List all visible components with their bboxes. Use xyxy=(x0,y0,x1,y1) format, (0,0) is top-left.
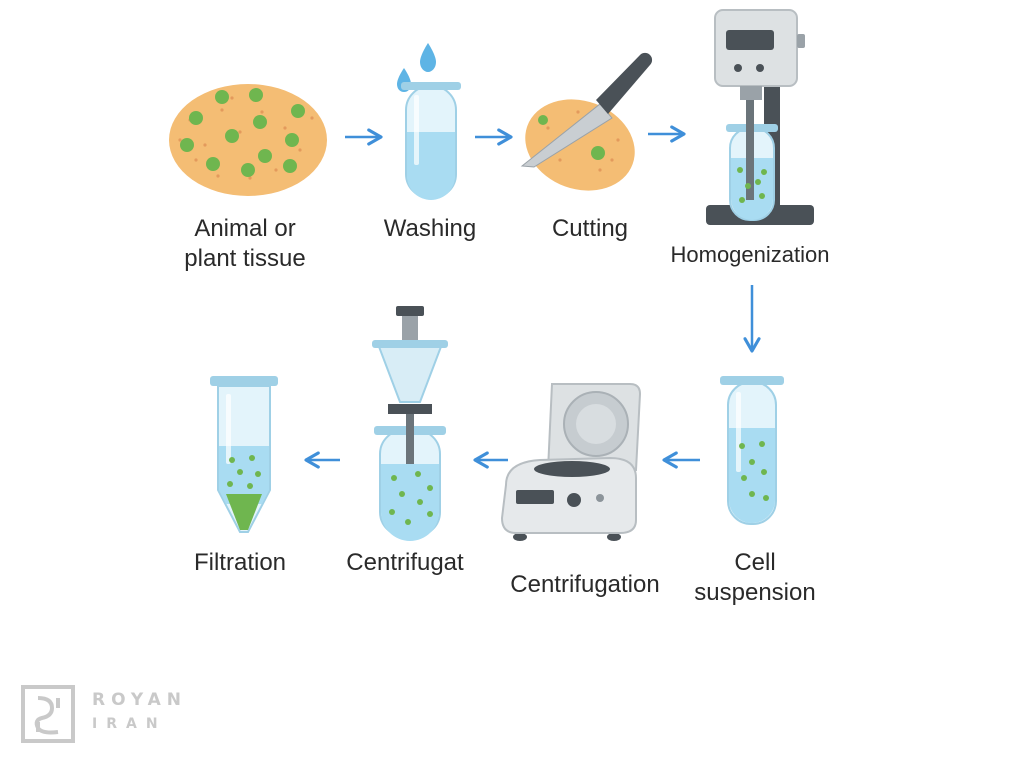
label-centrifugation: Centrifugation xyxy=(510,571,660,598)
logo-mark-icon xyxy=(21,685,75,743)
label-tissue-line2: plant tissue xyxy=(184,245,306,272)
label-filtration: Filtration xyxy=(193,549,287,576)
washing-tube-icon xyxy=(397,43,461,200)
label-homogenization: Homogenization xyxy=(670,242,830,267)
label-cell-suspension: Cell suspension xyxy=(675,548,835,608)
label-washing: Washing xyxy=(383,215,477,242)
label-tissue-line1: Animal or xyxy=(194,215,296,242)
label-tissue: Animal or plant tissue xyxy=(160,214,330,274)
label-cell-line1: Cell xyxy=(734,549,776,576)
centrifuge-icon xyxy=(500,383,642,541)
label-cutting: Cutting xyxy=(551,215,629,242)
funnel-tube-icon xyxy=(372,306,448,541)
logo-word-iran: IRAN xyxy=(92,716,167,732)
royan-logo: ROYAN IRAN xyxy=(20,684,190,746)
homogenizer-icon xyxy=(706,9,814,225)
test-tube-icon xyxy=(720,376,784,525)
logo-word-royan: ROYAN xyxy=(92,690,188,710)
label-cell-line2: suspension xyxy=(694,579,816,606)
conical-tube-icon xyxy=(210,376,278,533)
label-centrifugat: Centrifugat xyxy=(346,549,464,576)
knife-icon xyxy=(520,52,653,191)
tissue-icon xyxy=(169,84,327,196)
